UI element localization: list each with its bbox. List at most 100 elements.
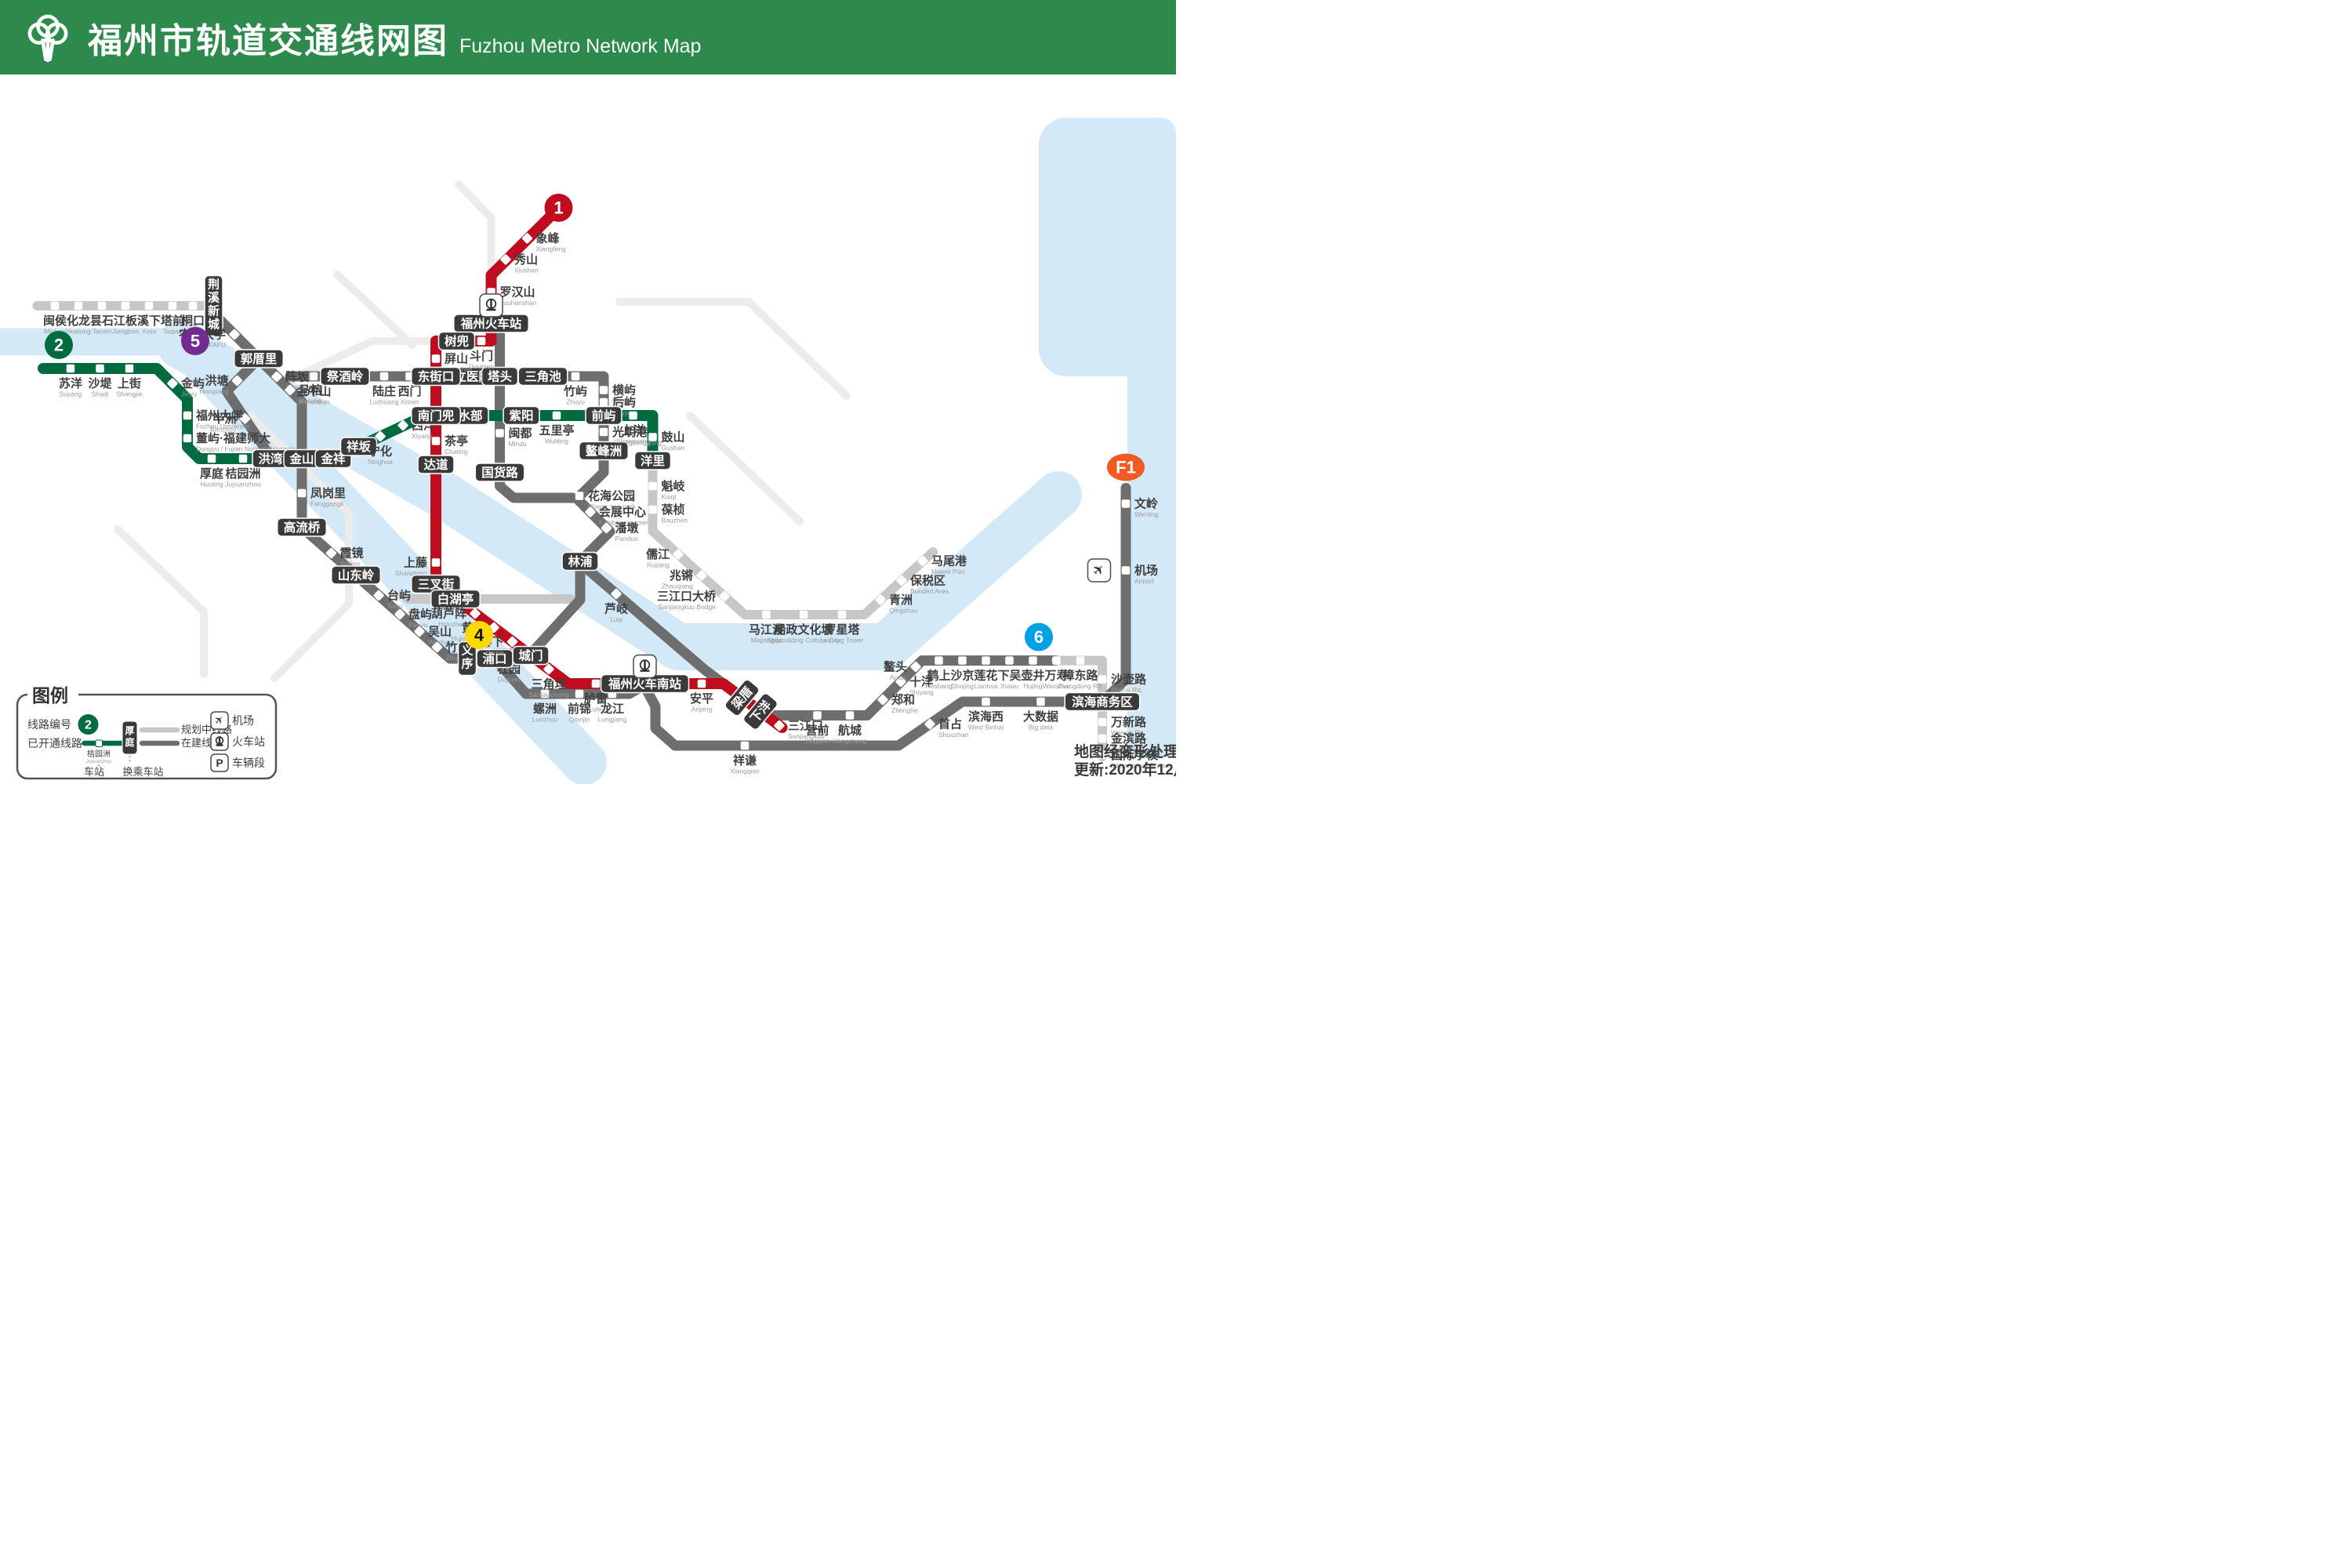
station-marker [585,506,596,517]
station-marker [97,301,107,310]
line2-path [38,363,659,466]
station-marker [575,689,584,699]
legend-depot-label: 车辆段 [232,757,265,769]
line-badge-1: 1 [544,194,573,222]
transfer-box-group: 塔头 [481,366,519,387]
transfer-box-group: 高流桥 [277,517,327,537]
station-name: 鼓山 [662,430,685,445]
station-name-en: Ninghua [368,458,393,466]
station-name-en: Sanjiangkuu Bridge [658,603,716,611]
station-marker [183,411,192,420]
station-name-en: Duumen [469,363,494,371]
station-marker [373,590,384,601]
transfer-box-label: 山东岭 [338,568,375,583]
transfer-box-label: 祭酒岭 [327,369,364,384]
station-name-en: Minhuu [44,328,66,336]
station-marker [96,364,104,373]
station-name: 鳌头 [884,660,907,674]
station-marker [875,594,886,605]
station-marker [309,372,318,381]
station-name: 滨海西 [968,710,1004,724]
station-marker [719,590,730,602]
station-达道: 达道 [417,455,455,474]
station-name-en: Zhauqiang [662,583,693,590]
station-marker [50,301,60,310]
station-marker [762,610,771,619]
station-marker [470,608,481,619]
station-name-en: Xiyang [412,432,432,440]
transfer-box [517,366,568,387]
airport-icon: ✈ [210,711,229,730]
station-name: 董屿·福建师大 [196,431,270,445]
transfer-box [411,405,461,426]
station-name-en: FAFU [209,341,226,349]
station-name: 盘屿 [408,608,432,622]
station-name: 葫芦阵 [431,607,466,621]
station-marker [740,741,750,750]
badge-shape [544,194,573,222]
station-name: 金滨路 [1110,731,1147,746]
station-name-en: Lianhua [974,682,998,690]
station-name-en: Yingqian [804,737,830,745]
legend-sample-station-en: Juyuanzhou [86,760,111,764]
station-marker [188,301,198,310]
station-marker [271,371,282,383]
station-name: 文岭 [1134,497,1158,511]
icons-layer: ✈ [479,293,1112,679]
station-name: 首占 [938,717,962,731]
transfer-box-group: 下洋 [742,692,779,731]
railway-station-icon [210,732,229,751]
transfer-box-label: 东街口 [418,369,455,384]
station-marker [1052,656,1061,665]
station-name: 罗汉山 [500,285,535,299]
station-name: 罗星塔 [824,622,860,637]
legend-transfer-box: 厚庭 [122,720,138,755]
railway-station-icon [479,293,503,318]
station-name-en: Airport [1134,577,1155,585]
legend-line-number-label: 线路编号 [27,718,71,731]
station-name-en: Xiushan [514,267,539,274]
station-name-en: Zhulan [446,654,466,662]
transfer-box [331,565,381,585]
station-name: 光明港 [612,425,648,439]
station-marker [431,641,443,653]
transfer-box [430,589,481,609]
station-浦口: 浦口 [476,648,514,669]
station-name: 屏山 [445,353,468,366]
station-marker [285,384,296,396]
transfer-box-label: 三叉街 [418,577,455,592]
transfer-box [411,366,461,387]
station-福州火车南站: 福州火车南站 [600,673,690,694]
transfer-box-label: 林浦 [568,554,593,569]
transfer-box-label: 达道 [423,457,448,472]
station-name: 花海公园 [588,489,635,503]
station-name-en: Qingzhuu [889,607,918,615]
station-marker [431,558,441,567]
station-marker [394,608,405,620]
transfer-box [339,437,378,456]
line-badge-6: 6 [1025,622,1053,652]
legend-station-label: 车站 [84,766,104,778]
station-name-en: Xiawu [1000,682,1018,690]
station-name-en: Sanjiaucheng [528,691,569,699]
station-name-en: Ximen [400,398,419,406]
station-三角池: 三角池 [517,366,568,387]
station-name-en: Guangminggang [612,439,662,447]
transfer-box-label: 紫阳 [509,409,533,423]
planned-bg-line [333,270,416,349]
